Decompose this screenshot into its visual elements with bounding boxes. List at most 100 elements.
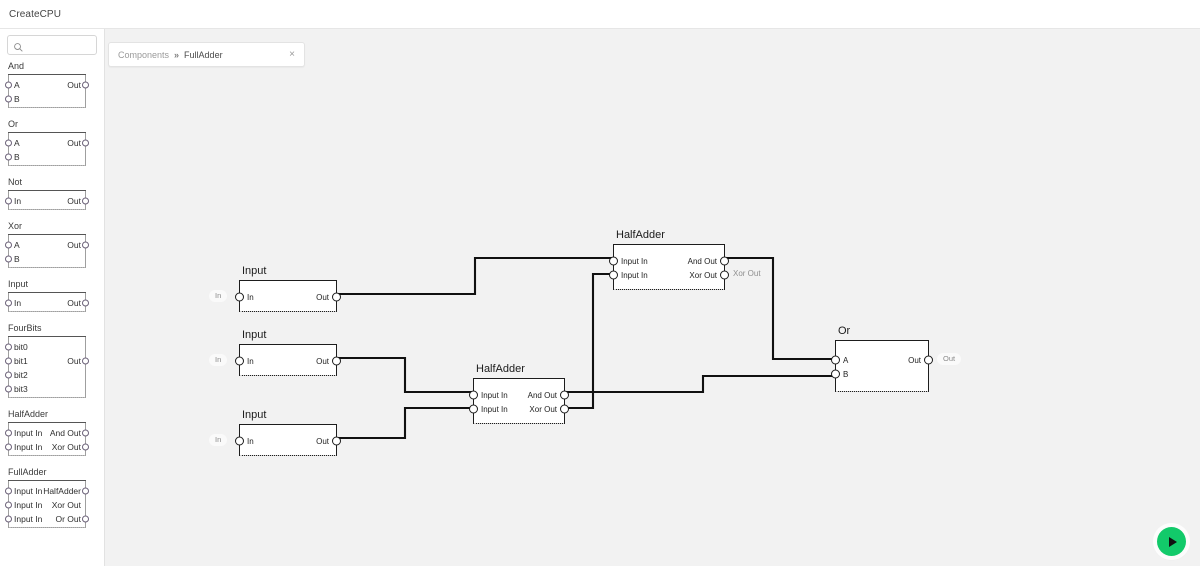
graph-input-port[interactable] xyxy=(831,369,840,379)
graph-input-port[interactable] xyxy=(235,292,244,302)
palette-input-port[interactable] xyxy=(5,343,12,351)
palette-output-port[interactable] xyxy=(82,197,89,205)
graph-input-port[interactable] xyxy=(235,436,244,446)
graph-input-port[interactable] xyxy=(235,356,244,366)
palette-port-row: bit3 xyxy=(5,382,85,396)
palette-input-label: bit2 xyxy=(14,370,28,380)
graph-input-port[interactable] xyxy=(469,390,478,400)
palette-port-row: B xyxy=(5,252,85,266)
palette-input-port[interactable] xyxy=(5,255,12,263)
palette-input-label: Input In xyxy=(14,428,43,438)
palette-output-port[interactable] xyxy=(82,515,89,523)
external-input-pill[interactable]: In xyxy=(209,290,228,302)
palette-input-port[interactable] xyxy=(5,371,12,379)
palette-input-port[interactable] xyxy=(5,95,12,103)
palette-output-port[interactable] xyxy=(82,241,89,249)
graph-output-label: Out xyxy=(316,356,329,366)
palette-input-port[interactable] xyxy=(5,81,12,89)
wire-input1-halfadder1 xyxy=(335,256,615,296)
palette-output-port[interactable] xyxy=(82,139,89,147)
run-button[interactable] xyxy=(1157,527,1186,556)
palette-input-port[interactable] xyxy=(5,429,12,437)
palette-output-port[interactable] xyxy=(82,299,89,307)
graph-output-port[interactable] xyxy=(560,404,569,414)
external-input-pill[interactable]: In xyxy=(209,434,228,446)
palette-item-label: HalfAdder xyxy=(8,409,49,419)
graph-output-port[interactable] xyxy=(332,436,341,446)
palette-output-port[interactable] xyxy=(82,443,89,451)
wire-halfadder2-or1b xyxy=(563,374,837,394)
graph-output-label: Out xyxy=(316,436,329,446)
external-output-label[interactable]: Xor Out xyxy=(733,269,761,278)
external-input-pill[interactable]: In xyxy=(209,354,228,366)
palette-input-label: In xyxy=(14,298,22,308)
palette-input-port[interactable] xyxy=(5,241,12,249)
graph-input-label: Input In xyxy=(621,270,648,280)
breadcrumb-root[interactable]: Components xyxy=(118,49,170,60)
palette-input-port[interactable] xyxy=(5,487,12,495)
external-output-label[interactable]: Out xyxy=(937,353,962,365)
graph-output-port[interactable] xyxy=(720,270,729,280)
graph-input-port[interactable] xyxy=(609,256,618,266)
palette-port-row: bit2 xyxy=(5,368,85,382)
graph-output-port[interactable] xyxy=(560,390,569,400)
palette-input-label: B xyxy=(14,152,20,162)
palette-output-port[interactable] xyxy=(82,429,89,437)
graph-input-port[interactable] xyxy=(469,404,478,414)
palette-input-port[interactable] xyxy=(5,357,12,365)
palette-input-label: A xyxy=(14,80,20,90)
search-box[interactable] xyxy=(7,35,97,55)
graph-port-row: B xyxy=(831,367,928,381)
search-input[interactable] xyxy=(27,36,97,54)
palette-item-label: Input xyxy=(8,279,29,289)
palette-output-port[interactable] xyxy=(82,487,89,495)
palette-input-port[interactable] xyxy=(5,515,12,523)
palette-output-port[interactable] xyxy=(82,357,89,365)
palette-input-port[interactable] xyxy=(5,299,12,307)
graph-output-port[interactable] xyxy=(332,356,341,366)
palette-input-port[interactable] xyxy=(5,501,12,509)
graph-output-port[interactable] xyxy=(720,256,729,266)
graph-input-label: In xyxy=(247,436,254,446)
palette-output-port[interactable] xyxy=(82,81,89,89)
palette-input-port[interactable] xyxy=(5,139,12,147)
palette-input-port[interactable] xyxy=(5,153,12,161)
graph-input-port[interactable] xyxy=(831,355,840,365)
palette-input-port[interactable] xyxy=(5,197,12,205)
close-icon[interactable]: × xyxy=(289,48,295,60)
graph-output-port[interactable] xyxy=(332,292,341,302)
graph-output-port[interactable] xyxy=(924,355,933,365)
graph-output-label: Out xyxy=(908,355,921,365)
graph-input-port[interactable] xyxy=(609,270,618,280)
breadcrumb[interactable]: Components » FullAdder × xyxy=(108,42,305,67)
palette-input-port[interactable] xyxy=(5,385,12,393)
palette-input-port[interactable] xyxy=(5,443,12,451)
